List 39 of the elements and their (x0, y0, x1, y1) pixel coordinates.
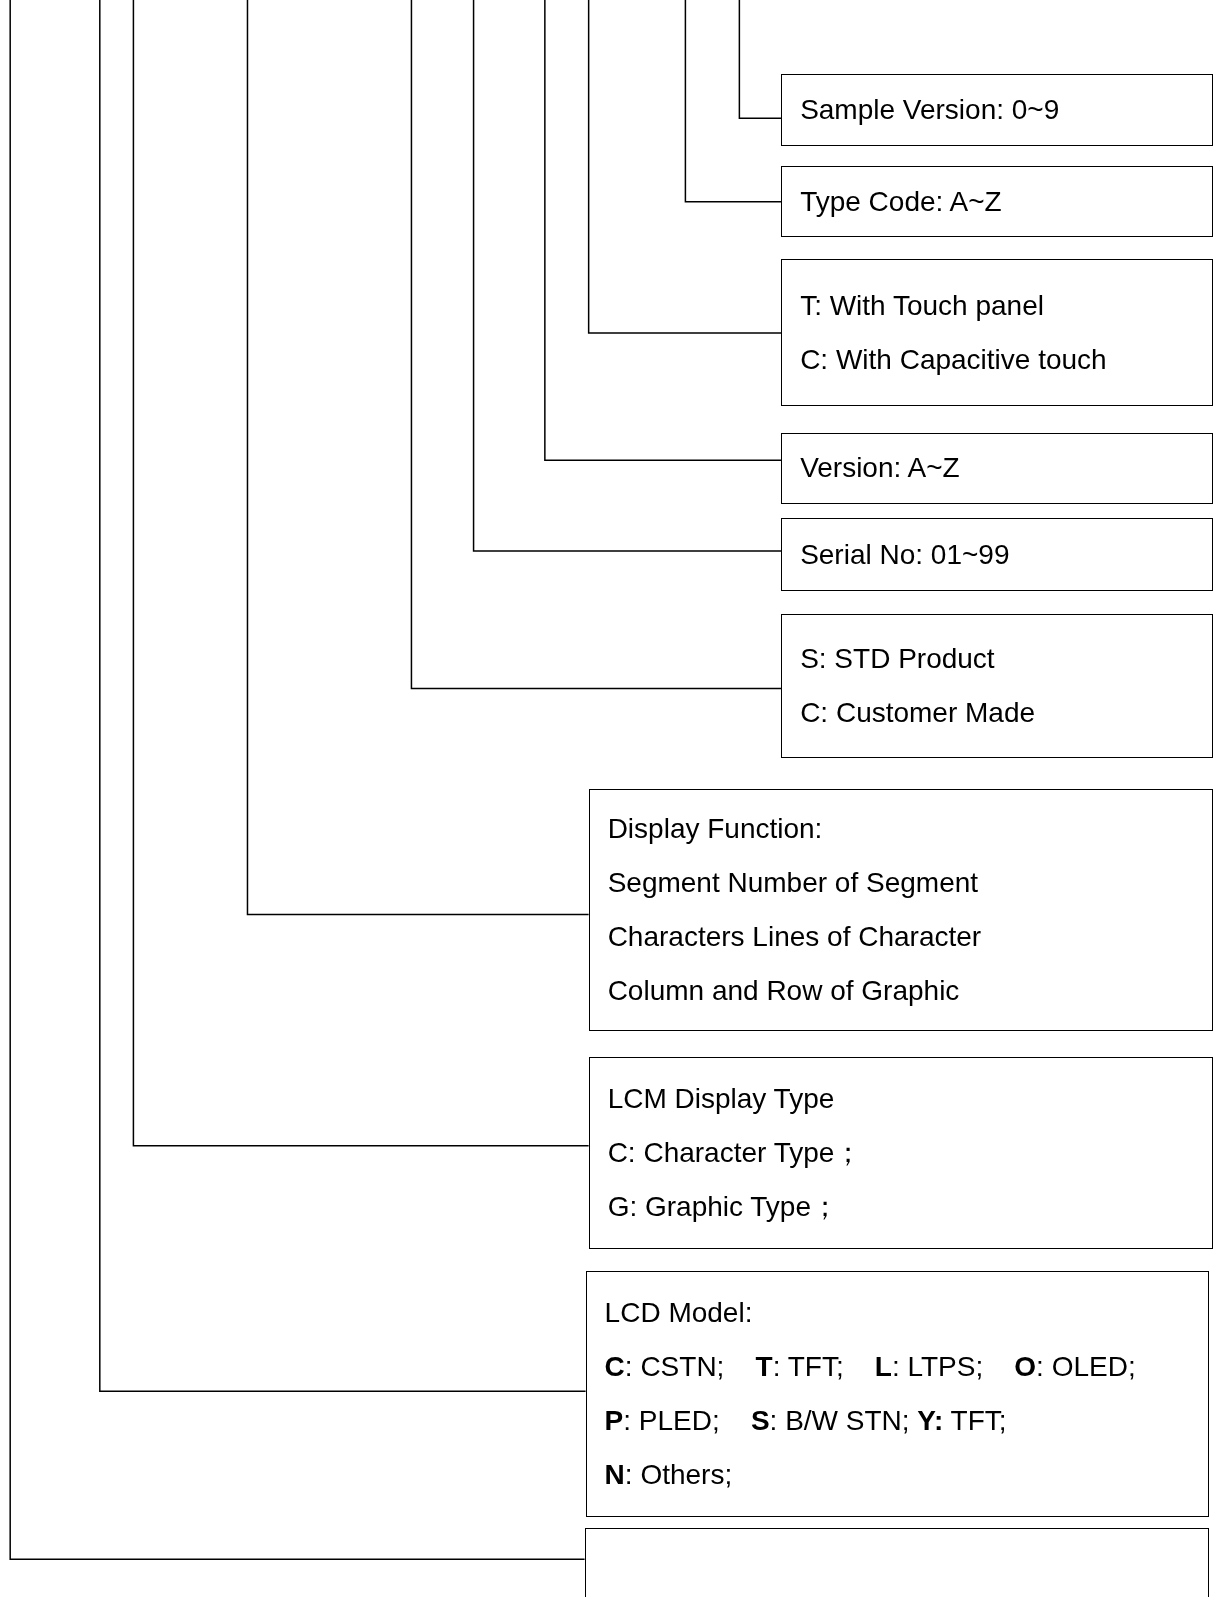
definition-text: Display Function: (607, 811, 824, 846)
leader-line (246, 0, 590, 916)
leader-line (587, 0, 782, 334)
definition-box (781, 74, 1213, 146)
definition-text: Characters Lines of Character (607, 919, 983, 954)
definition-box (781, 432, 1213, 505)
definition-box (781, 518, 1213, 591)
definition-text: LCD Model: (604, 1296, 754, 1331)
definition-text: C: Character Type； (607, 1135, 864, 1170)
leader-line (544, 0, 782, 462)
definition-text: C: With Capacitive touch (800, 342, 1108, 377)
leader-line (410, 0, 782, 690)
definition-box (588, 789, 1213, 1031)
leader-line (738, 0, 782, 119)
definition-text: Segment Number of Segment (607, 865, 980, 900)
definition-box (588, 1057, 1213, 1249)
leader-line (472, 0, 782, 552)
definition-text: Sample Version: 0~9 (800, 93, 1061, 127)
box (584, 1527, 1209, 1597)
definition-box (585, 1271, 1209, 1518)
definition-text: Type Code: A~Z (800, 184, 1003, 219)
definition-text: Version: A~Z (800, 451, 961, 486)
definition-text: G: Graphic Type； (607, 1189, 840, 1224)
definition-text: T: With Touch panel (800, 288, 1045, 323)
definition-text: S: STD Product (800, 641, 996, 676)
definition-text: Column and Row of Graphic (607, 973, 961, 1008)
definition-box (781, 258, 1213, 407)
definition-box (781, 614, 1213, 758)
definition-text: LCM Display Type (607, 1081, 836, 1116)
definition-text: N: Others; (604, 1458, 734, 1493)
definition-text: P: PLED; S: B/W STN; Y: TFT; (604, 1404, 1008, 1439)
leader-line (684, 0, 782, 203)
definition-box (781, 166, 1213, 238)
leader-line (9, 0, 586, 1560)
leader-line (99, 0, 587, 1392)
definition-text: C: Customer Made (800, 695, 1037, 730)
leader-line (132, 0, 590, 1147)
definition-text: Serial No: 01~99 (800, 537, 1011, 572)
definition-text: C: CSTN; T: TFT; L: LTPS; O: OLED; (604, 1350, 1137, 1385)
